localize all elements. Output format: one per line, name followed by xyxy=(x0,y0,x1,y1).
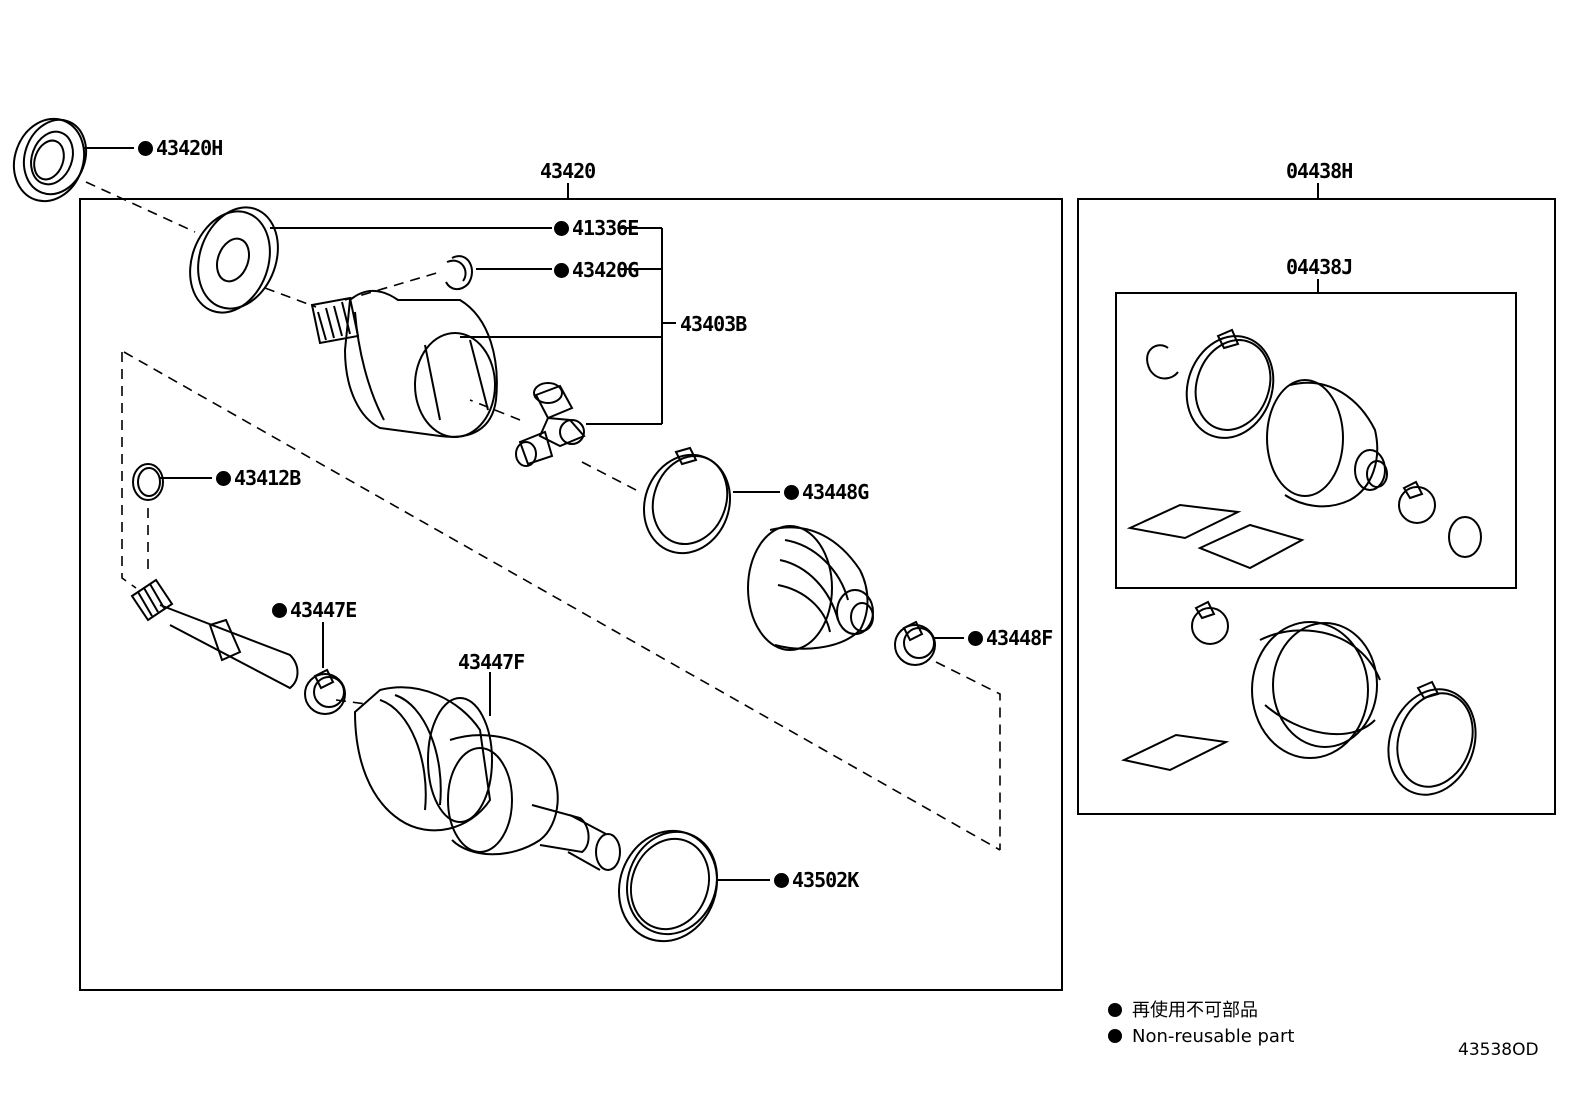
callout-04438J-text: 04438J xyxy=(1286,255,1353,279)
tripod-joint xyxy=(515,382,586,467)
drive-shaft xyxy=(130,578,299,690)
callout-04438H-text: 04438H xyxy=(1286,159,1353,183)
washer-41336E xyxy=(189,206,279,314)
callout-43447F: 43447F xyxy=(458,650,525,674)
boot-kit-04438H-parts xyxy=(1120,600,1477,796)
callout-43448F-text: 43448F xyxy=(986,626,1053,650)
kit-04438J-frame xyxy=(1115,292,1517,589)
callout-43502K-text: 43502K xyxy=(792,868,859,892)
callout-43420: 43420 xyxy=(540,159,596,183)
non-reusable-dot-icon xyxy=(774,873,789,888)
boot-clamp-43448G xyxy=(642,446,732,555)
illustration-code: 43538OD xyxy=(1458,1040,1539,1060)
legend-line-2: Non-reusable part xyxy=(1132,1026,1295,1047)
non-reusable-dot-icon xyxy=(784,485,799,500)
non-reusable-dot-icon xyxy=(1108,1003,1122,1017)
callout-43412B: 43412B xyxy=(216,466,301,490)
kit-04438H-frame xyxy=(1077,198,1556,815)
callout-43403B-text: 43403B xyxy=(680,312,747,336)
legend-line-1: 再使用不可部品 xyxy=(1132,1000,1258,1021)
non-reusable-dot-icon xyxy=(554,221,569,236)
callout-43447E: 43447E xyxy=(272,598,357,622)
callout-43403B: 43403B xyxy=(680,312,747,336)
callout-43448G-text: 43448G xyxy=(802,480,869,504)
legend-english: Non-reusable part xyxy=(1108,1026,1294,1048)
snap-ring-43412B xyxy=(132,463,164,501)
boot-clamp-43448F xyxy=(894,620,936,666)
callout-43502K: 43502K xyxy=(774,868,859,892)
snap-ring-43420G xyxy=(445,255,473,290)
non-reusable-dot-icon xyxy=(216,471,231,486)
callout-43420G-text: 43420G xyxy=(572,258,639,282)
callout-04438J: 04438J xyxy=(1286,255,1353,279)
callout-43420-text: 43420 xyxy=(540,159,596,183)
assembly-43420-frame xyxy=(79,198,1063,991)
callout-43420H-text: 43420H xyxy=(156,136,223,160)
inboard-boot-43447F xyxy=(353,686,621,871)
outboard-joint-housing-43403B xyxy=(310,290,498,438)
legend-japanese: 再使用不可部品 xyxy=(1108,1000,1258,1022)
callout-41336E: 41336E xyxy=(554,216,639,240)
callout-43420H: 43420H xyxy=(138,136,223,160)
dust-seal-43502K xyxy=(617,829,719,943)
non-reusable-dot-icon xyxy=(272,603,287,618)
callout-43447F-text: 43447F xyxy=(458,650,525,674)
boot-clamp-43447E xyxy=(304,668,346,715)
non-reusable-dot-icon xyxy=(1108,1029,1122,1043)
non-reusable-dot-icon xyxy=(554,263,569,278)
callout-04438H: 04438H xyxy=(1286,159,1353,183)
callout-43447E-text: 43447E xyxy=(290,598,357,622)
callout-43420G: 43420G xyxy=(554,258,639,282)
non-reusable-dot-icon xyxy=(138,141,153,156)
callout-43448G: 43448G xyxy=(784,480,869,504)
callout-43448F: 43448F xyxy=(968,626,1053,650)
callout-43412B-text: 43412B xyxy=(234,466,301,490)
non-reusable-dot-icon xyxy=(968,631,983,646)
oil-seal-43420H xyxy=(12,117,88,203)
boot-kit-04438J-parts xyxy=(1126,328,1482,570)
callout-41336E-text: 41336E xyxy=(572,216,639,240)
outboard-boot xyxy=(747,525,874,651)
